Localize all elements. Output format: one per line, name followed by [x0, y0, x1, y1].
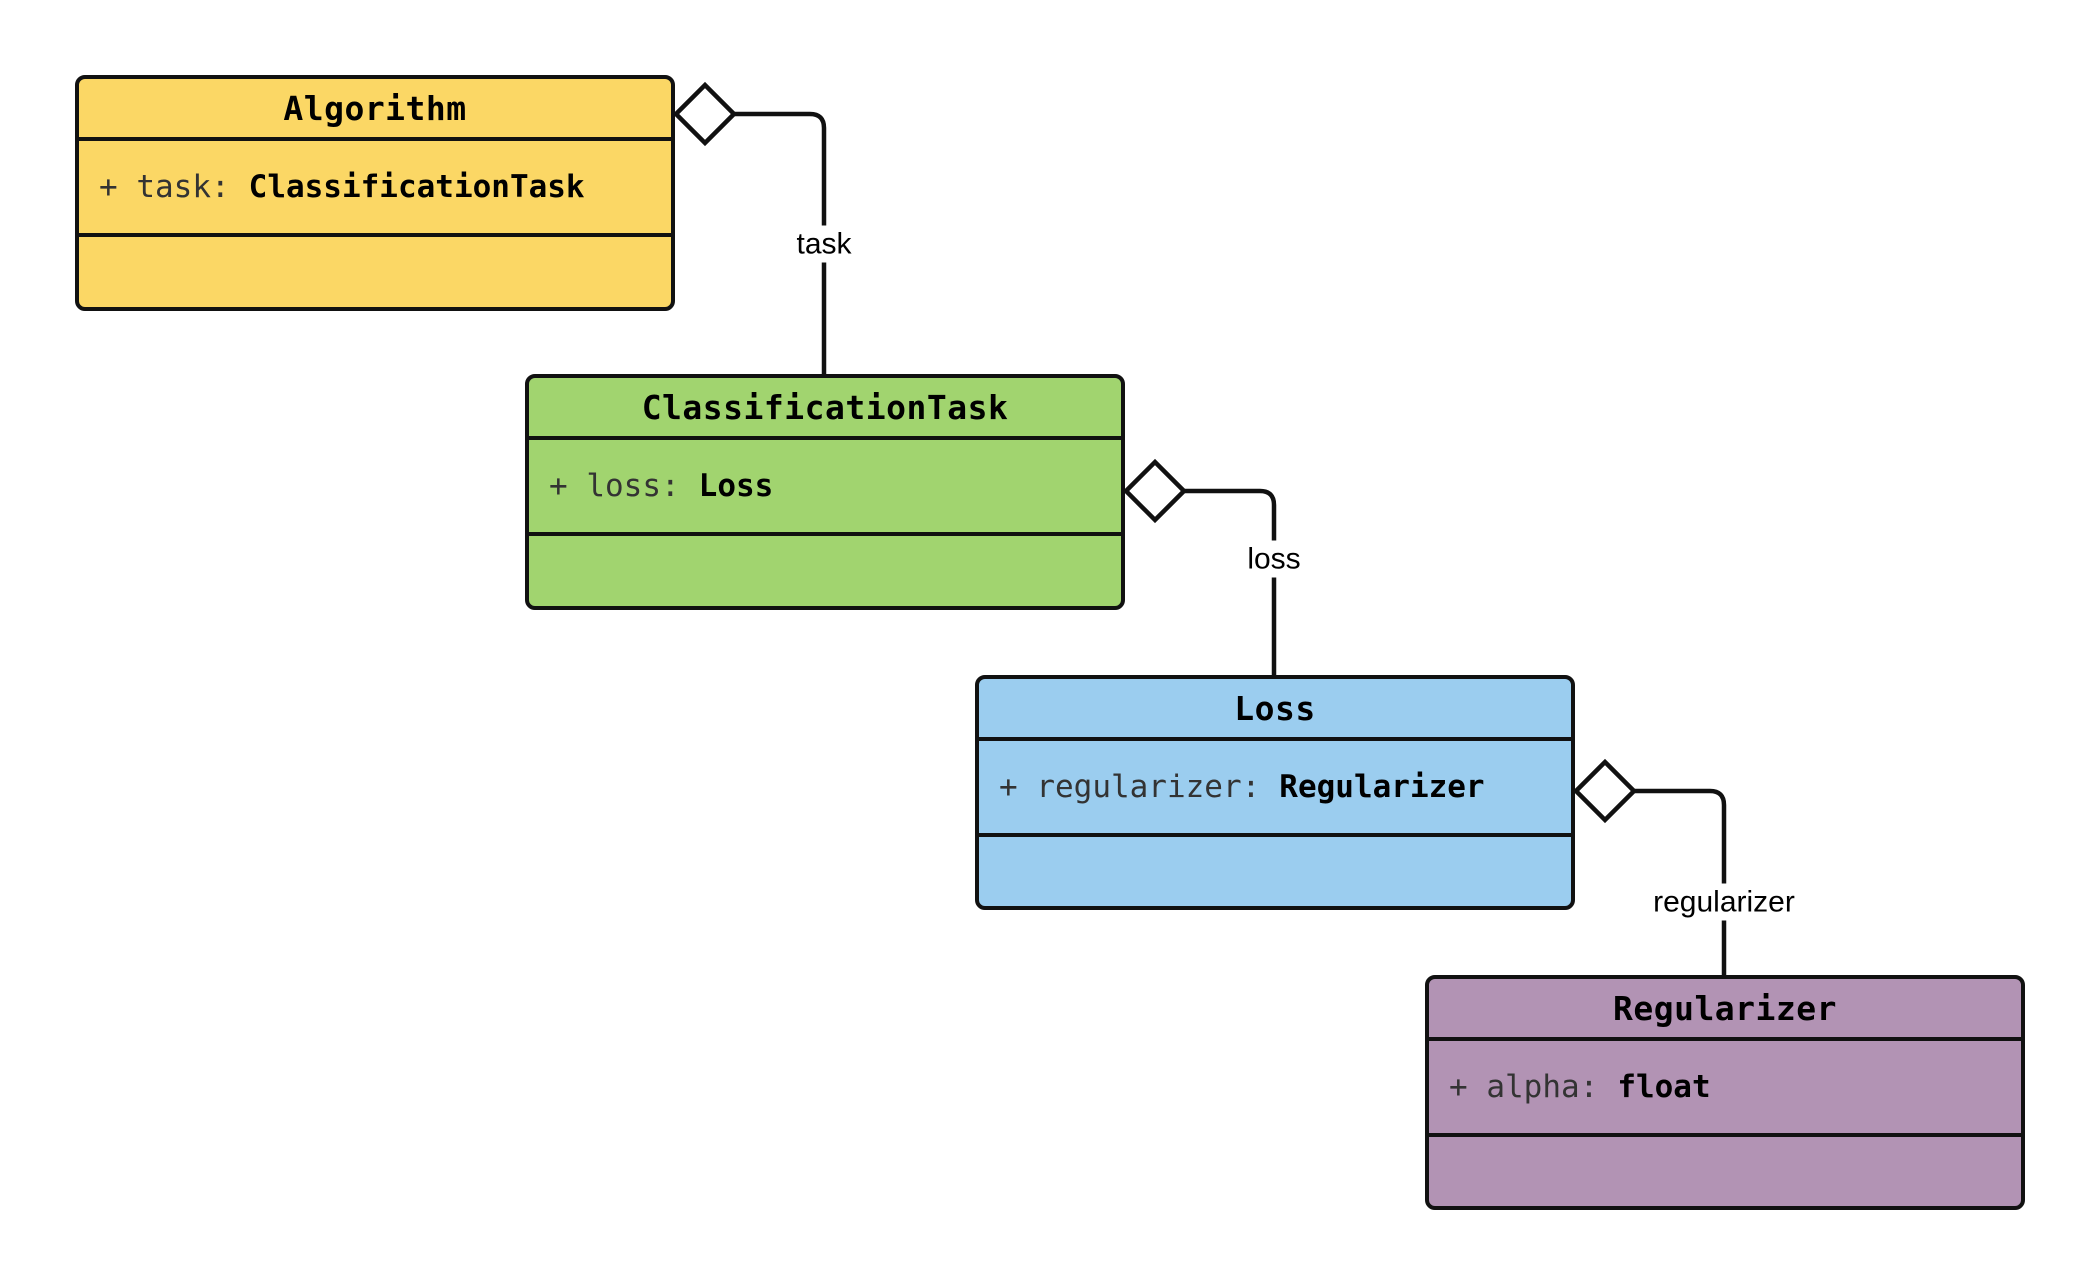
- aggregation-diamond-icon[interactable]: [1122, 458, 1188, 524]
- attribute-row: + alpha: float: [1429, 1041, 2021, 1137]
- attribute-name: + task:: [99, 169, 230, 205]
- connector-task[interactable]: [672, 81, 827, 374]
- class-box-algorithm[interactable]: Algorithm + task: ClassificationTask: [75, 75, 675, 311]
- attribute-row: + loss: Loss: [529, 440, 1121, 536]
- aggregation-diamond-icon[interactable]: [672, 81, 738, 147]
- attribute-name: + loss:: [549, 468, 680, 504]
- attribute-row: + task: ClassificationTask: [79, 141, 671, 237]
- connector-task-path[interactable]: [733, 111, 827, 374]
- connector-loss-path[interactable]: [1183, 488, 1277, 675]
- methods-compartment: [979, 837, 1571, 906]
- class-title: Regularizer: [1429, 979, 2021, 1041]
- attribute-type: float: [1617, 1069, 1711, 1105]
- attribute-row: + regularizer: Regularizer: [979, 741, 1571, 837]
- attribute-name: + alpha:: [1449, 1069, 1599, 1105]
- connector-regularizer-path[interactable]: [1633, 788, 1727, 975]
- aggregation-diamond-icon[interactable]: [1572, 758, 1638, 824]
- connector-regularizer[interactable]: [1572, 758, 1727, 975]
- class-box-loss[interactable]: Loss + regularizer: Regularizer: [975, 675, 1575, 910]
- class-title: Loss: [979, 679, 1571, 741]
- methods-compartment: [529, 536, 1121, 606]
- edge-label-task[interactable]: task: [788, 225, 860, 263]
- edge-label-regularizer[interactable]: regularizer: [1645, 883, 1803, 921]
- class-box-classificationtask[interactable]: ClassificationTask + loss: Loss: [525, 374, 1125, 610]
- class-box-regularizer[interactable]: Regularizer + alpha: float: [1425, 975, 2025, 1210]
- edge-label-loss[interactable]: loss: [1239, 540, 1309, 578]
- attribute-type: Regularizer: [1279, 769, 1485, 805]
- connector-loss[interactable]: [1122, 458, 1277, 675]
- attribute-name: + regularizer:: [999, 769, 1261, 805]
- class-title: ClassificationTask: [529, 378, 1121, 440]
- methods-compartment: [79, 237, 671, 307]
- attribute-type: Loss: [698, 468, 774, 504]
- attribute-type: ClassificationTask: [248, 169, 585, 205]
- class-title: Algorithm: [79, 79, 671, 141]
- methods-compartment: [1429, 1137, 2021, 1206]
